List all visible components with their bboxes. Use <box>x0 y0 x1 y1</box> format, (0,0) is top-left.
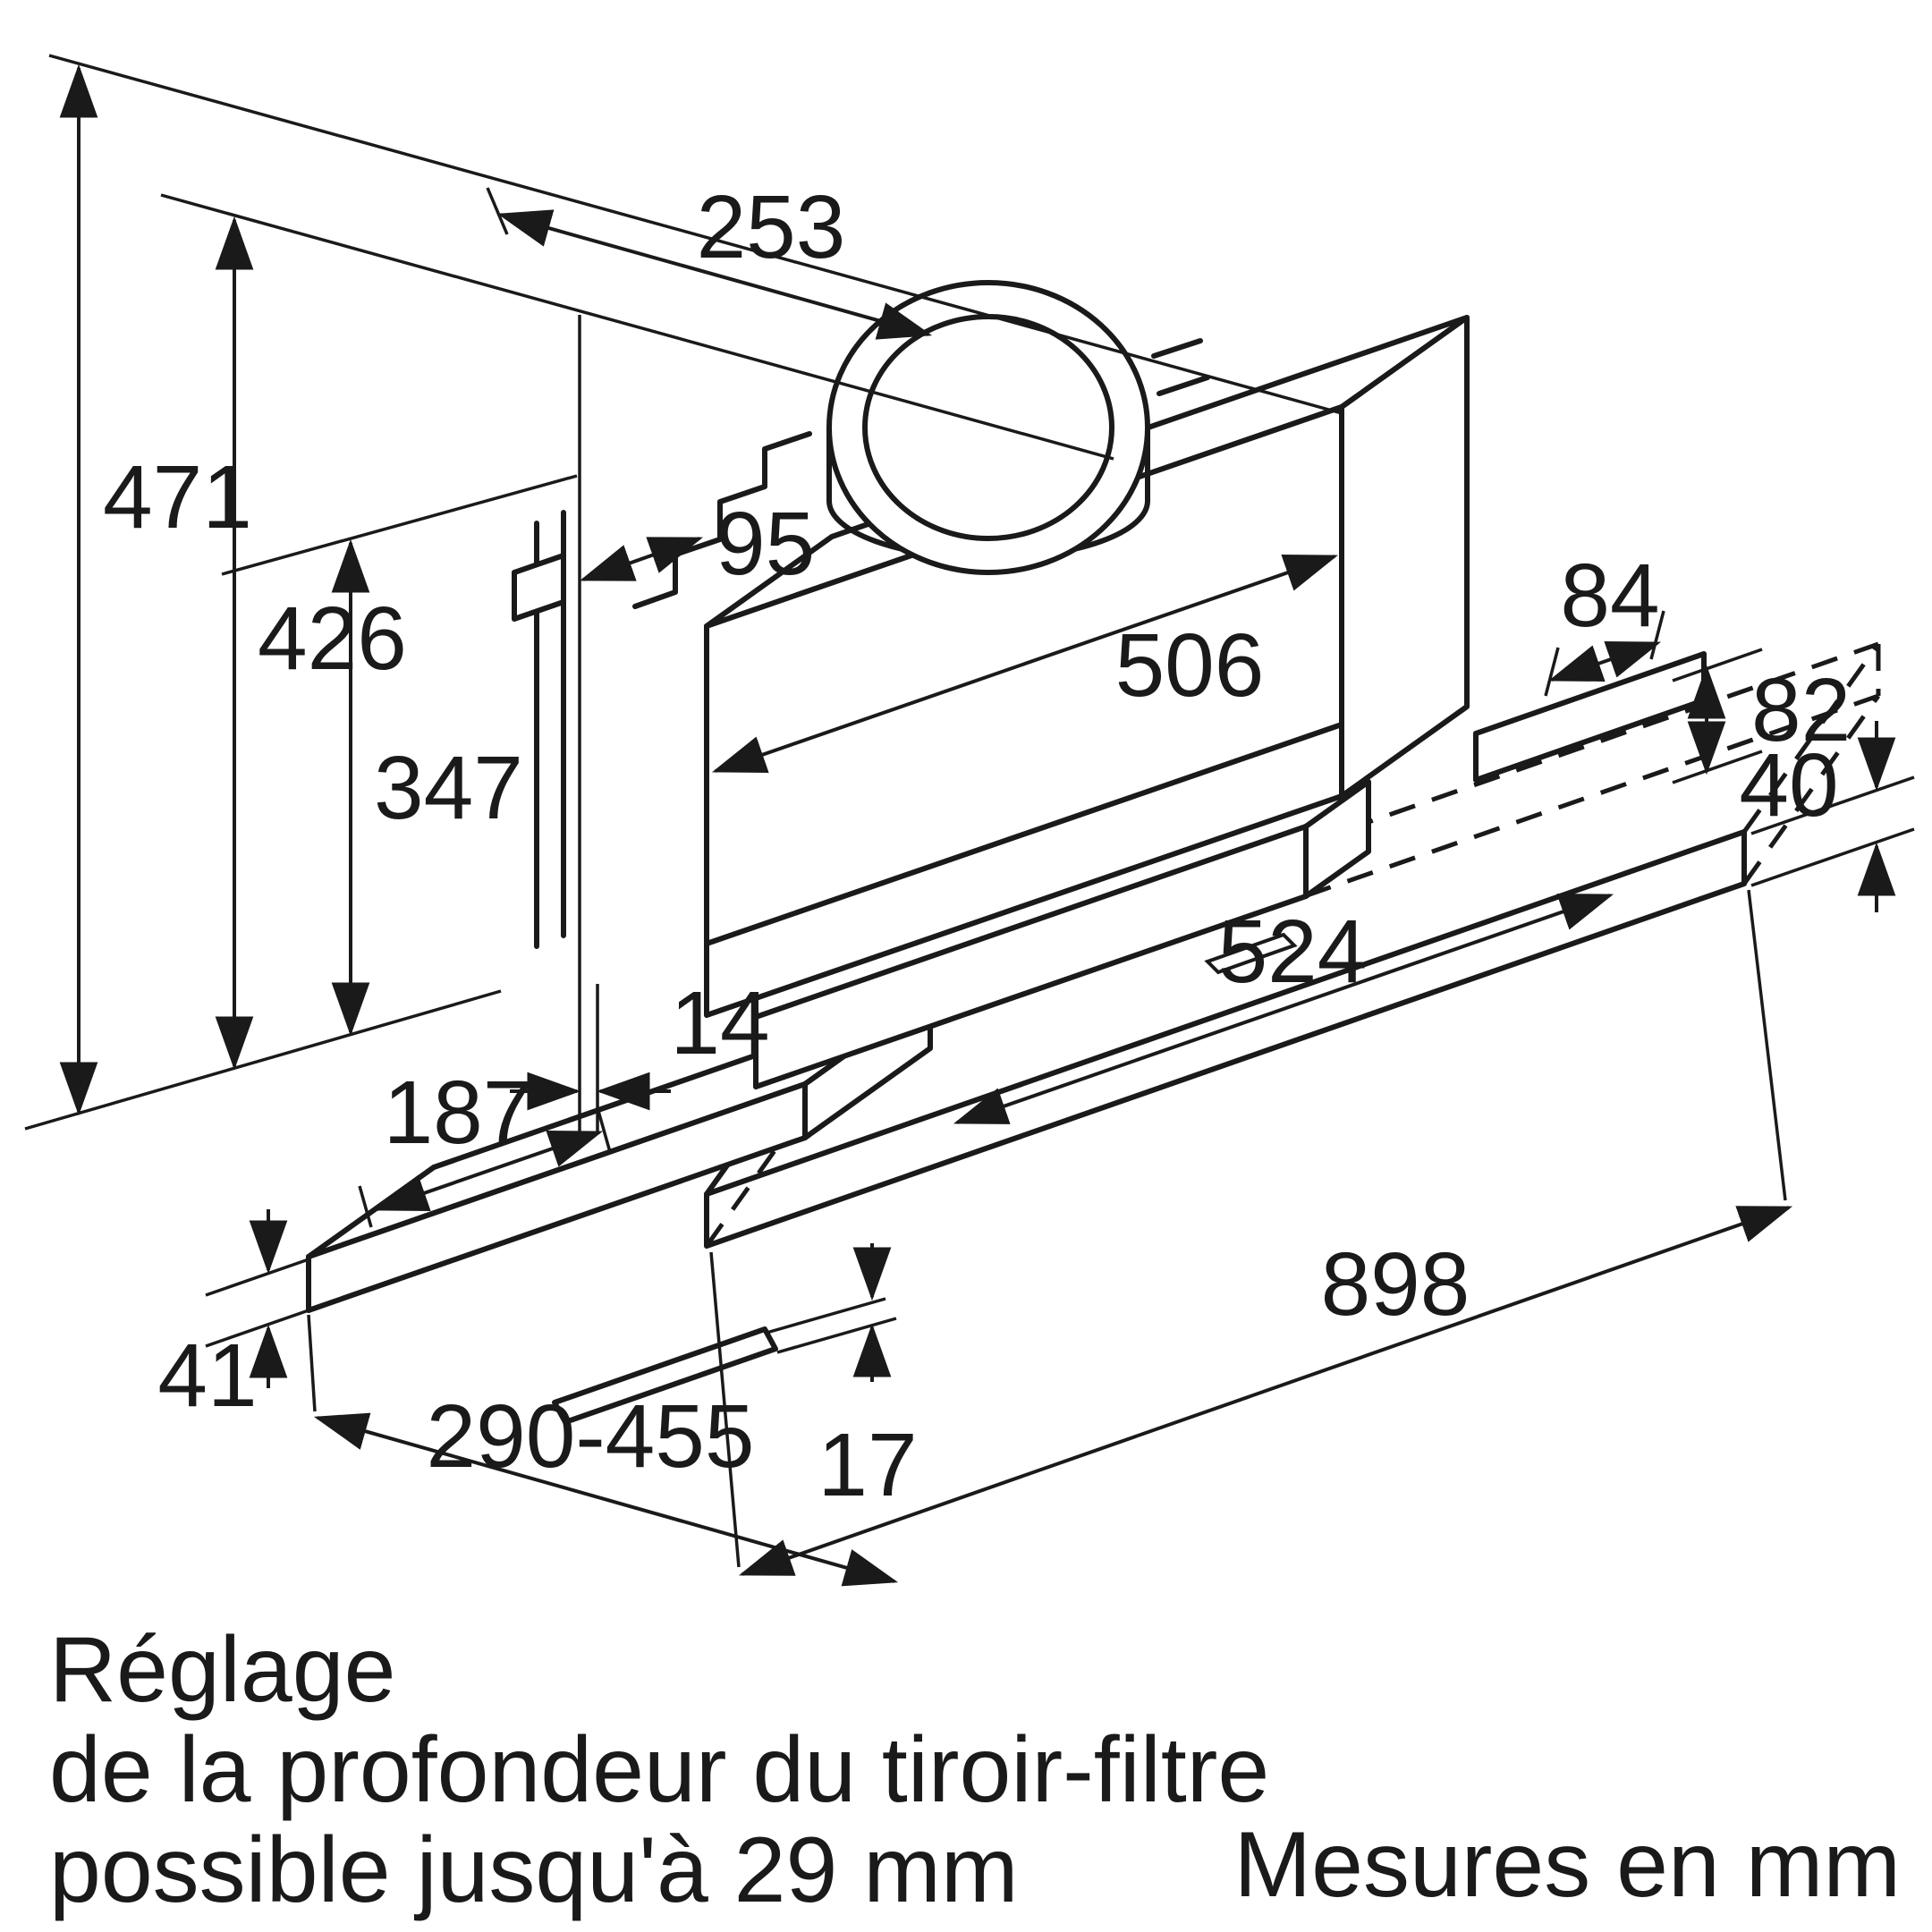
dim-line-95 <box>579 537 704 581</box>
ref-ticks-187 <box>358 1110 612 1228</box>
dimension-lines <box>59 64 1896 1587</box>
dim-label-14: 14 <box>670 973 769 1073</box>
adjustment-note-line1: Réglage <box>49 1618 395 1722</box>
dim-label-95: 95 <box>716 494 815 594</box>
rail-bar <box>1473 651 1707 783</box>
ref-top-level <box>48 54 1343 415</box>
dim-label-506: 506 <box>1115 615 1265 716</box>
duct-clips <box>1151 338 1210 396</box>
ref-bottom-level <box>24 989 502 1131</box>
dim-label-253: 253 <box>697 177 846 277</box>
dim-line-898 <box>738 1206 1793 1576</box>
dim-label-898: 898 <box>1321 1234 1470 1335</box>
dim-line-84 <box>1547 641 1662 682</box>
units-note: Mesures en mm <box>1233 1813 1901 1917</box>
dim-label-82: 82 <box>1751 660 1851 760</box>
spring-steps <box>632 431 812 609</box>
ref-ticks-17 <box>766 1297 897 1354</box>
dim-line-524 <box>953 894 1614 1124</box>
adjustment-note-line2: de la profondeur du tiroir-filtre <box>49 1718 1269 1822</box>
adjustment-note-line3: possible jusqu'à 29 mm <box>49 1818 1019 1922</box>
dimension-labels: 471 426 347 253 95 506 84 82 40 524 14 1… <box>103 177 1851 1515</box>
panel-hidden-right-end <box>704 642 1881 1248</box>
telescopic-rail <box>1473 651 1707 783</box>
dim-line-253 <box>496 209 933 340</box>
dim-label-40: 40 <box>1739 735 1838 835</box>
dim-line-187 <box>373 1131 604 1211</box>
ref-tick-290 <box>307 1314 317 1412</box>
dim-line-506 <box>711 555 1339 773</box>
dim-label-347: 347 <box>374 738 523 838</box>
ref-body-top-level <box>221 474 578 576</box>
dim-label-524: 524 <box>1218 902 1368 1002</box>
dim-label-426: 426 <box>258 589 407 689</box>
body-lower-band-cap <box>1303 779 1371 899</box>
ref-tick-253 <box>486 187 509 235</box>
dim-label-41: 41 <box>157 1326 257 1426</box>
duct-inner-ring-icon <box>862 314 1114 541</box>
dim-line-290-455 <box>313 1412 899 1587</box>
dim-label-187: 187 <box>384 1063 533 1163</box>
dim-label-471: 471 <box>103 447 252 547</box>
dim-label-290-455: 290-455 <box>427 1386 755 1487</box>
notes: Réglage de la profondeur du tiroir-filtr… <box>49 1618 1901 1922</box>
dim-label-84: 84 <box>1560 546 1659 646</box>
bracket-hook <box>512 553 566 622</box>
duct-collar <box>826 280 1210 575</box>
dim-label-17: 17 <box>818 1415 917 1515</box>
